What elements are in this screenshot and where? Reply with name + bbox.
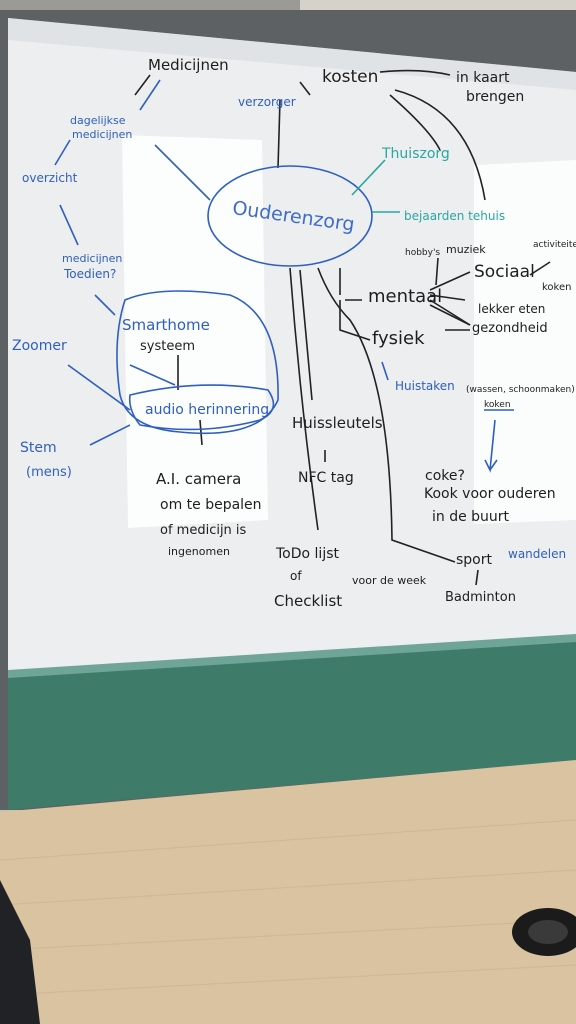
green-panel-top-edge <box>8 634 576 678</box>
koken2-label: koken <box>484 400 511 410</box>
huissleutels-label: Huissleutels <box>292 414 383 432</box>
dagelijkse-label: dagelijkse <box>70 114 126 127</box>
brengen-label: brengen <box>466 89 524 105</box>
stem-label: Stem <box>20 440 57 456</box>
in-kaart-label: in kaart <box>456 70 510 86</box>
black-ink-text: Medicijnen kosten in kaart brengen hobby… <box>140 56 576 610</box>
medicijnen-label: Medicijnen <box>148 56 229 74</box>
audio-herinnering-label: audio herinnering <box>145 402 269 418</box>
om-te-label: om te bepalen <box>160 497 262 513</box>
window-reflection-left <box>122 135 268 528</box>
koken-label: koken <box>542 282 571 293</box>
table-grain <box>0 819 576 996</box>
teal-connectors <box>351 159 400 213</box>
ingenomen-label: ingenomen <box>168 545 230 558</box>
teal-ink-text: Thuiszorg bejaarden tehuis <box>381 146 505 223</box>
kosten-label: kosten <box>322 67 378 87</box>
gezondheid-label: gezondheid <box>472 321 548 336</box>
window-reflection-right <box>474 160 576 524</box>
wandelen-label: wandelen <box>508 547 566 561</box>
medicijnen-toedien-label: medicijnen <box>62 252 122 265</box>
medicijnen-daily-label: medicijnen <box>72 128 132 141</box>
chair-edge <box>0 880 40 1024</box>
sociaal-label: Sociaal <box>474 262 535 282</box>
green-panel <box>8 640 576 810</box>
fysiek-label: fysiek <box>372 328 425 349</box>
cable-port-inner <box>528 920 568 944</box>
huistaken-label: Huistaken <box>395 379 455 393</box>
thuiszorg-label: Thuiszorg <box>381 146 450 162</box>
in-de-buurt-label: in de buurt <box>432 509 510 525</box>
mens-label: (mens) <box>26 465 72 480</box>
wassen-label: (wassen, schoonmaken) <box>466 385 575 395</box>
black-connectors <box>134 69 551 586</box>
activiteiten-label: activiteiten <box>533 240 576 250</box>
blue-ink-text: verzorger dagelijkse medicijnen overzich… <box>12 95 566 561</box>
of-label: of <box>290 569 302 583</box>
of-medicijn-label: of medicijn is <box>160 523 247 538</box>
ouderenzorg-circle <box>207 165 373 267</box>
ai-camera-label: A.I. camera <box>156 470 241 488</box>
blue-connectors <box>54 79 498 473</box>
voor-de-week-label: voor de week <box>352 574 427 587</box>
mentaal-label: mentaal <box>368 286 442 307</box>
coke-label: coke? <box>425 468 465 484</box>
checklist-label: Checklist <box>274 592 342 610</box>
table <box>0 760 576 1024</box>
toedien-label: Toedien? <box>63 267 116 281</box>
bejaardentehuis-label: bejaarden tehuis <box>404 209 505 223</box>
verzorger-label: verzorger <box>238 95 296 109</box>
todo-label: ToDo lijst <box>275 546 339 562</box>
badminton-label: Badminton <box>445 590 516 605</box>
lekker-eten-label: lekker eten <box>478 302 545 316</box>
hobbys-label: hobby's <box>405 248 440 258</box>
systeem-label: systeem <box>140 339 195 354</box>
sport-label: sport <box>456 552 493 568</box>
smarthome-label: Smarthome <box>122 316 210 334</box>
zoomer-label: Zoomer <box>12 338 67 354</box>
muziek-label: muziek <box>446 243 486 256</box>
kook-voor-label: Kook voor ouderen <box>424 486 556 502</box>
overzicht-label: overzicht <box>22 171 78 185</box>
nfc-tag-label: NFC tag <box>298 470 354 486</box>
